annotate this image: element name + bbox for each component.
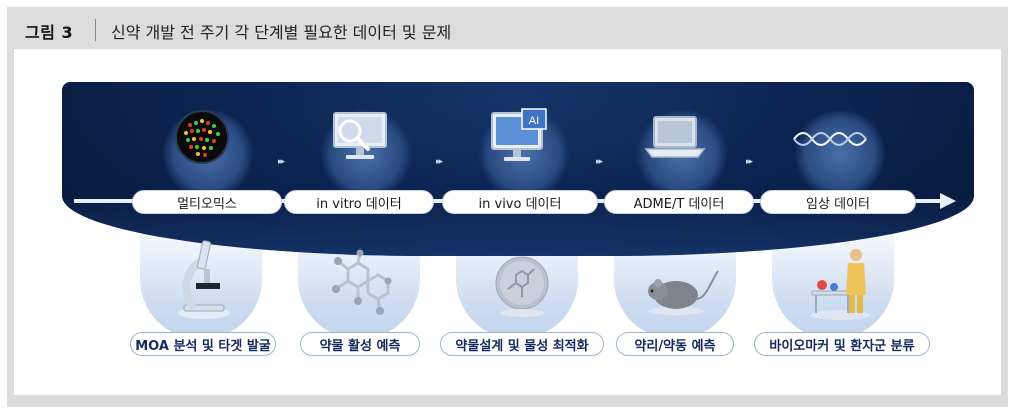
task-pill-activity-prediction: 약물 활성 예측 <box>300 332 420 356</box>
task-pill-design-optimization: 약물설계 및 물성 최적화 <box>440 332 604 356</box>
figure-title: 신약 개발 전 주기 각 단계별 필요한 데이터 및 문제 <box>111 23 452 42</box>
stage-pill-admet: ADME/T 데이터 <box>604 190 754 214</box>
dna-wave-icon <box>793 132 867 146</box>
stage-pill-in-vitro: in vitro 데이터 <box>284 190 434 214</box>
title-separator <box>95 19 96 41</box>
connector-chevron-2: ▸▸ <box>436 157 443 167</box>
laptop-icon <box>644 116 706 158</box>
connector-chevron-3: ▸▸ <box>596 157 603 167</box>
stage-pill-multiomics: 멀티오믹스 <box>132 190 282 214</box>
stage-pill-clinical: 임상 데이터 <box>760 190 916 214</box>
diagram-panel: AI ▸▸ ▸▸ ▸▸ ▸▸ 멀티오믹스 in vitro 데이터 in viv… <box>14 49 1001 395</box>
ai-badge-text: AI <box>529 115 539 127</box>
lab-researcher-icon <box>810 249 870 320</box>
microscope-icon <box>178 240 230 319</box>
connector-chevron-1: ▸▸ <box>278 157 285 167</box>
connector-chevron-4: ▸▸ <box>746 157 753 167</box>
task-pill-biomarker-stratification: 바이오마커 및 환자군 분류 <box>754 332 930 356</box>
figure-frame: 그림 3 신약 개발 전 주기 각 단계별 필요한 데이터 및 문제 <box>7 7 1008 407</box>
stage-pill-in-vivo: in vivo 데이터 <box>442 190 598 214</box>
mouse-icon <box>648 270 719 315</box>
flow-arrow-head <box>940 193 956 209</box>
structure-sphere-icon <box>495 256 549 317</box>
molecule-icon <box>332 249 392 315</box>
ai-monitor-icon: AI <box>491 108 547 161</box>
figure-label: 그림 3 <box>25 23 74 42</box>
task-pill-moa-target: MOA 분석 및 타겟 발굴 <box>130 332 276 356</box>
figure-title-bar: 그림 3 신약 개발 전 주기 각 단계별 필요한 데이터 및 문제 <box>7 7 1008 51</box>
monitor-magnifier-icon <box>333 112 387 159</box>
microarray-icon <box>175 110 229 164</box>
stage-glow-5 <box>794 110 886 198</box>
task-pill-pk-pd-prediction: 약리/약동 예측 <box>616 332 734 356</box>
